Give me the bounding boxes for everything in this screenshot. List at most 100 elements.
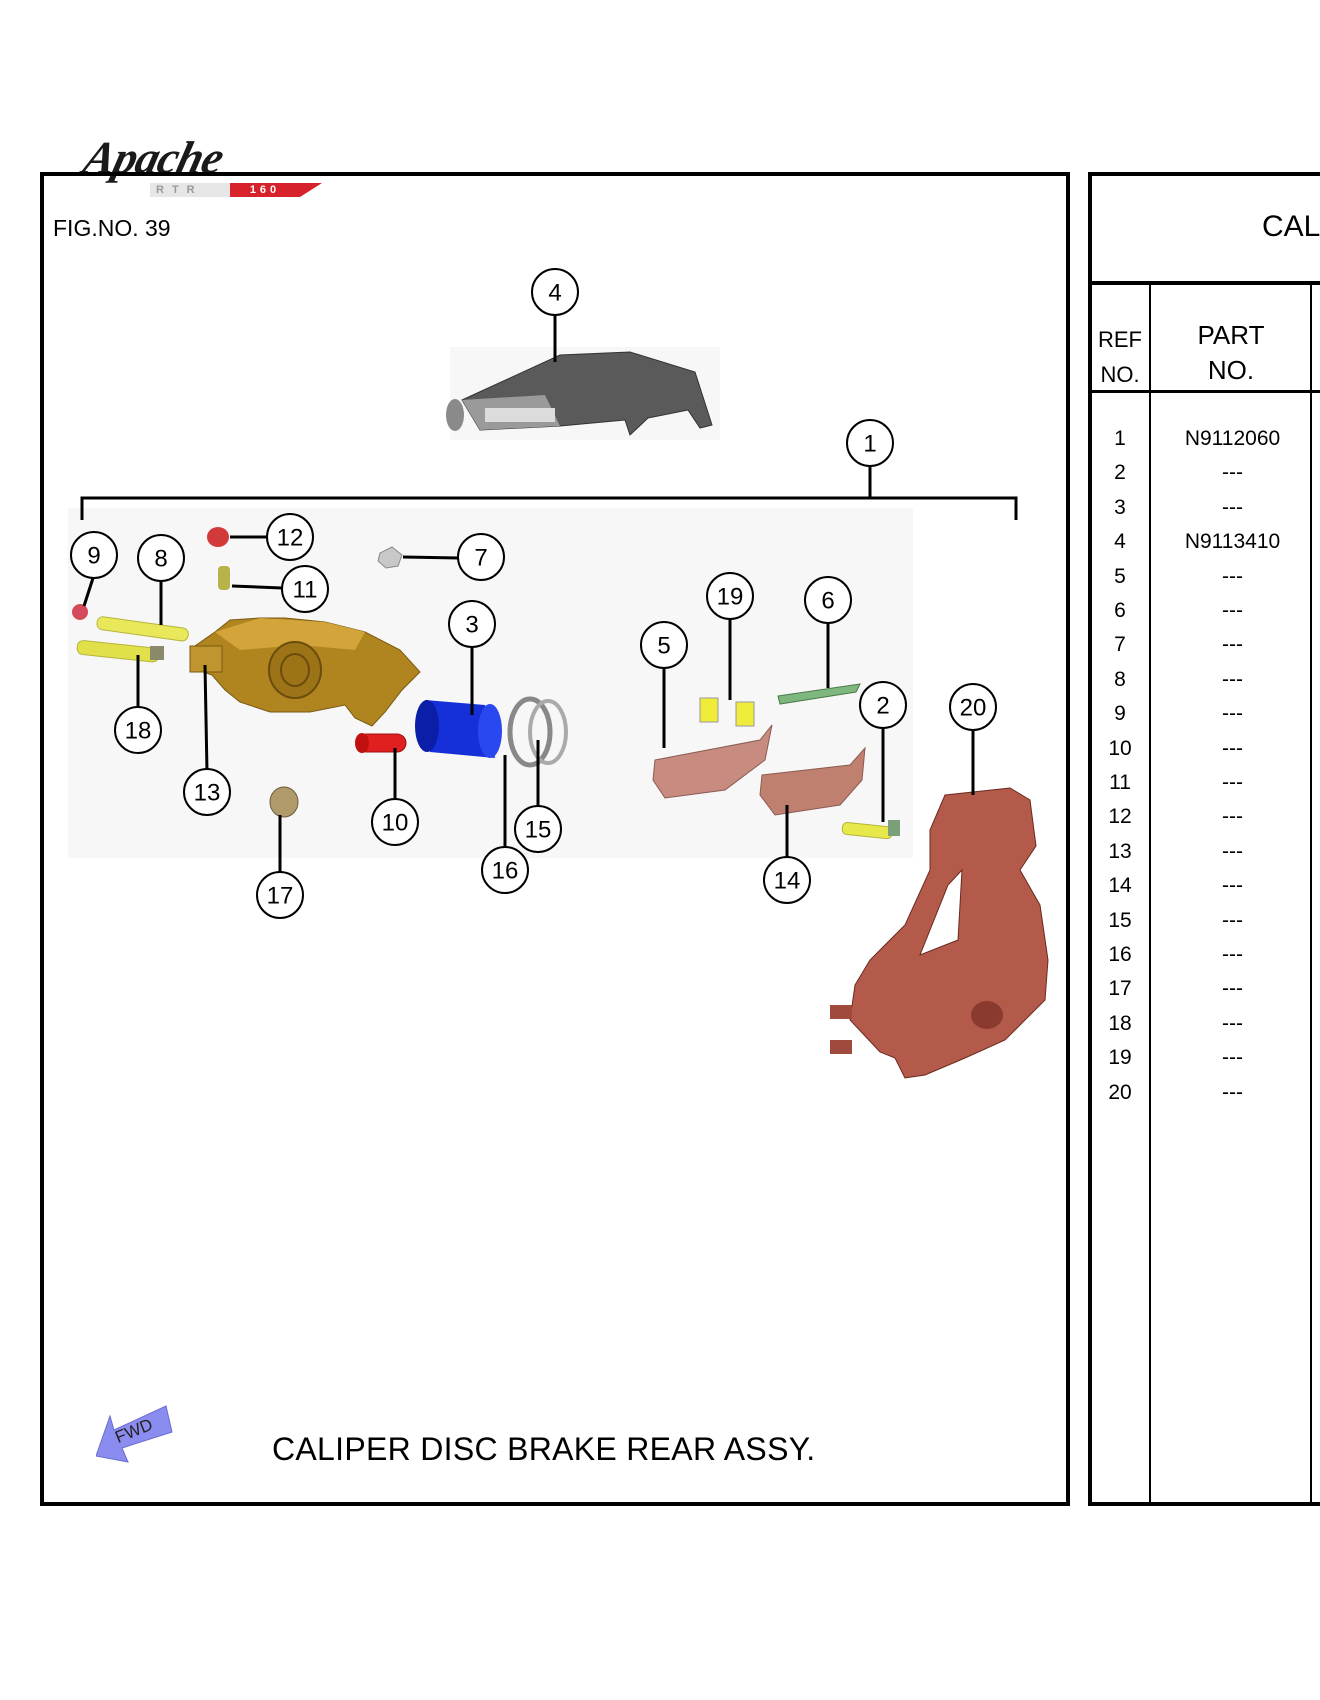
callout-8: 8 — [137, 534, 185, 582]
row-ref-no: 6 — [1114, 599, 1126, 622]
callout-circle — [371, 798, 419, 846]
callout-number: 19 — [717, 584, 744, 611]
table-row: 16--- — [0, 943, 1320, 977]
callout-number: 14 — [774, 868, 801, 895]
row-ref-no: 20 — [1108, 1080, 1132, 1104]
callout-20: 20 — [949, 683, 997, 731]
logo-badge-v-mark — [300, 183, 322, 197]
table-row: 13 --- — [0, 840, 1320, 874]
row-ref-no: 12 — [1108, 805, 1132, 829]
table-row: 1 N9112060 — [0, 427, 1320, 461]
callout-number: 15 — [525, 817, 552, 844]
callout-number: 8 — [154, 546, 167, 573]
table-row: 12--- — [0, 805, 1320, 839]
table-row: 17--- — [0, 977, 1320, 1011]
part-4-cover — [446, 351, 713, 436]
row-ref-no: 13 — [1108, 839, 1132, 863]
callout-circle — [804, 576, 852, 624]
callout-circle — [281, 565, 329, 613]
header-part-no: PART NO. — [1151, 318, 1311, 388]
callout-circle — [256, 871, 304, 919]
callout-circle — [457, 533, 505, 581]
callout-11: 11 — [281, 565, 329, 613]
row-part-no: --- — [1222, 977, 1243, 1001]
part-6-spring — [777, 683, 861, 705]
row-ref-no: 11 — [1109, 771, 1131, 794]
row-part-no: --- — [1222, 1046, 1243, 1070]
figure-frame — [40, 172, 1070, 1506]
callout-14: 14 — [763, 856, 811, 904]
callout-circle — [949, 683, 997, 731]
table-row: 11 --- — [0, 771, 1320, 805]
figure-number: FIG.NO. 39 — [53, 215, 171, 241]
part-2-pin-bolt — [841, 820, 900, 840]
row-part-no: --- — [1222, 564, 1243, 588]
row-ref-no: 19 — [1108, 1046, 1132, 1070]
callout-circle — [514, 805, 562, 853]
callout-number: 20 — [960, 695, 987, 722]
figure-caption: CALIPER DISC BRAKE REAR ASSY. — [272, 1431, 816, 1467]
leader-lines — [82, 313, 975, 873]
part-11-bleeder — [218, 566, 230, 590]
table-row: 10--- — [0, 737, 1320, 771]
callout-circle — [137, 534, 185, 582]
part-13-caliper-body — [189, 617, 421, 727]
callout-circle — [183, 768, 231, 816]
row-part-no: --- — [1222, 771, 1243, 794]
callout-9: 9 — [70, 531, 118, 579]
callout-number: 17 — [267, 883, 294, 910]
table-row: 5--- — [0, 565, 1320, 599]
callout-number: 5 — [657, 633, 670, 660]
callout-13: 13 — [183, 768, 231, 816]
table-row: 14--- — [0, 874, 1320, 908]
part-5-brake-pad — [652, 724, 773, 799]
callout-number: 7 — [474, 545, 487, 572]
row-part-no: --- — [1222, 1080, 1243, 1104]
apache-logo: Apache RTR 160 — [79, 132, 330, 205]
callout-circle — [640, 621, 688, 669]
logo-badge: RTR 160 — [150, 183, 325, 197]
table-row: 20 --- — [0, 1081, 1320, 1115]
callout-5: 5 — [640, 621, 688, 669]
part-7-nut — [377, 546, 403, 569]
logo-badge-160: 160 — [230, 183, 300, 197]
row-part-no: --- — [1222, 908, 1243, 932]
row-part-no: N9113410 — [1184, 530, 1281, 554]
callout-number: 18 — [125, 718, 152, 745]
row-part-no: --- — [1222, 839, 1243, 863]
callout-number: 12 — [277, 525, 304, 552]
part-12-cap — [207, 527, 229, 547]
callout-6: 6 — [804, 576, 852, 624]
callout-19: 19 — [706, 572, 754, 620]
row-ref-no: 2 — [1114, 461, 1126, 485]
header-ref-line2: NO. — [1100, 362, 1140, 387]
part-20-caliper-bracket — [830, 787, 1049, 1079]
callout-number: 10 — [382, 810, 409, 837]
header-ref-line1: REF — [1098, 327, 1142, 352]
callout-circle — [448, 600, 496, 648]
callout-circle — [763, 856, 811, 904]
row-ref-no: 10 — [1108, 736, 1132, 760]
row-part-no: N9112060 — [1184, 427, 1281, 450]
callout-2: 2 — [859, 681, 907, 729]
table-row: 6--- — [0, 599, 1320, 633]
fwd-arrow-icon: FWD — [96, 1405, 173, 1463]
callout-circle — [706, 572, 754, 620]
table-divider-header — [1088, 390, 1320, 393]
callout-number: 16 — [492, 858, 519, 885]
row-part-no: --- — [1222, 633, 1243, 657]
table-row: 9--- — [0, 702, 1320, 736]
table-row: 19 --- — [0, 1046, 1320, 1080]
row-ref-no: 14 — [1108, 874, 1132, 898]
header-part-line2: NO. — [1207, 355, 1255, 385]
callout-number: 1 — [863, 431, 876, 458]
callout-circle — [859, 681, 907, 729]
row-ref-no: 1 — [1114, 427, 1126, 450]
row-ref-no: 15 — [1108, 908, 1132, 932]
row-ref-no: 18 — [1108, 1011, 1132, 1035]
callout-12: 12 — [266, 513, 314, 561]
callout-circle — [481, 846, 529, 894]
